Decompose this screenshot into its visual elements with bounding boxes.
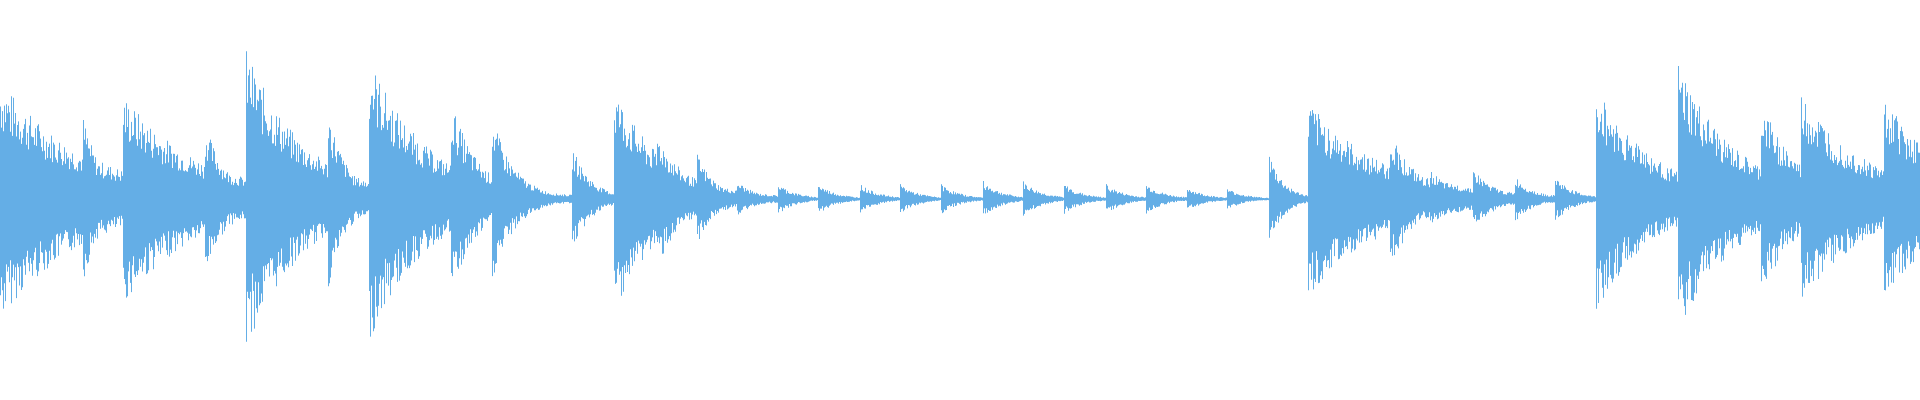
waveform-trace — [0, 51, 1920, 342]
waveform-samples — [0, 51, 1920, 342]
